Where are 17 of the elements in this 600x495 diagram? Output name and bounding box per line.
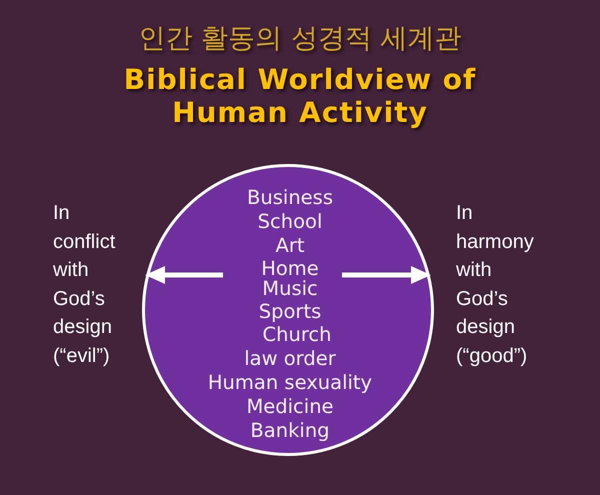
side-note: In harmony with God’s design (“good”) bbox=[456, 199, 534, 370]
activity-label: law order bbox=[244, 346, 336, 370]
activity-label: Medicine bbox=[246, 394, 334, 418]
activity-label: Sports bbox=[258, 300, 322, 322]
activity-label: Human sexuality bbox=[208, 370, 372, 394]
title: 인간 활동의 성경적 세계관 bbox=[138, 22, 462, 56]
arrow bbox=[342, 266, 431, 284]
activity-label: Banking bbox=[250, 418, 330, 442]
activity-label: Music bbox=[262, 276, 318, 300]
arrow bbox=[145, 266, 223, 284]
activity-label: Art bbox=[276, 234, 304, 256]
heading: Biblical Worldview of Human Activity bbox=[122, 63, 478, 129]
side-note: In conflict with God’s design (“evil”) bbox=[53, 199, 116, 370]
activity-label: Business bbox=[247, 186, 333, 208]
activity-label: Church bbox=[262, 322, 332, 346]
activity-label: Home bbox=[261, 256, 319, 280]
activity-label: School bbox=[258, 210, 322, 232]
